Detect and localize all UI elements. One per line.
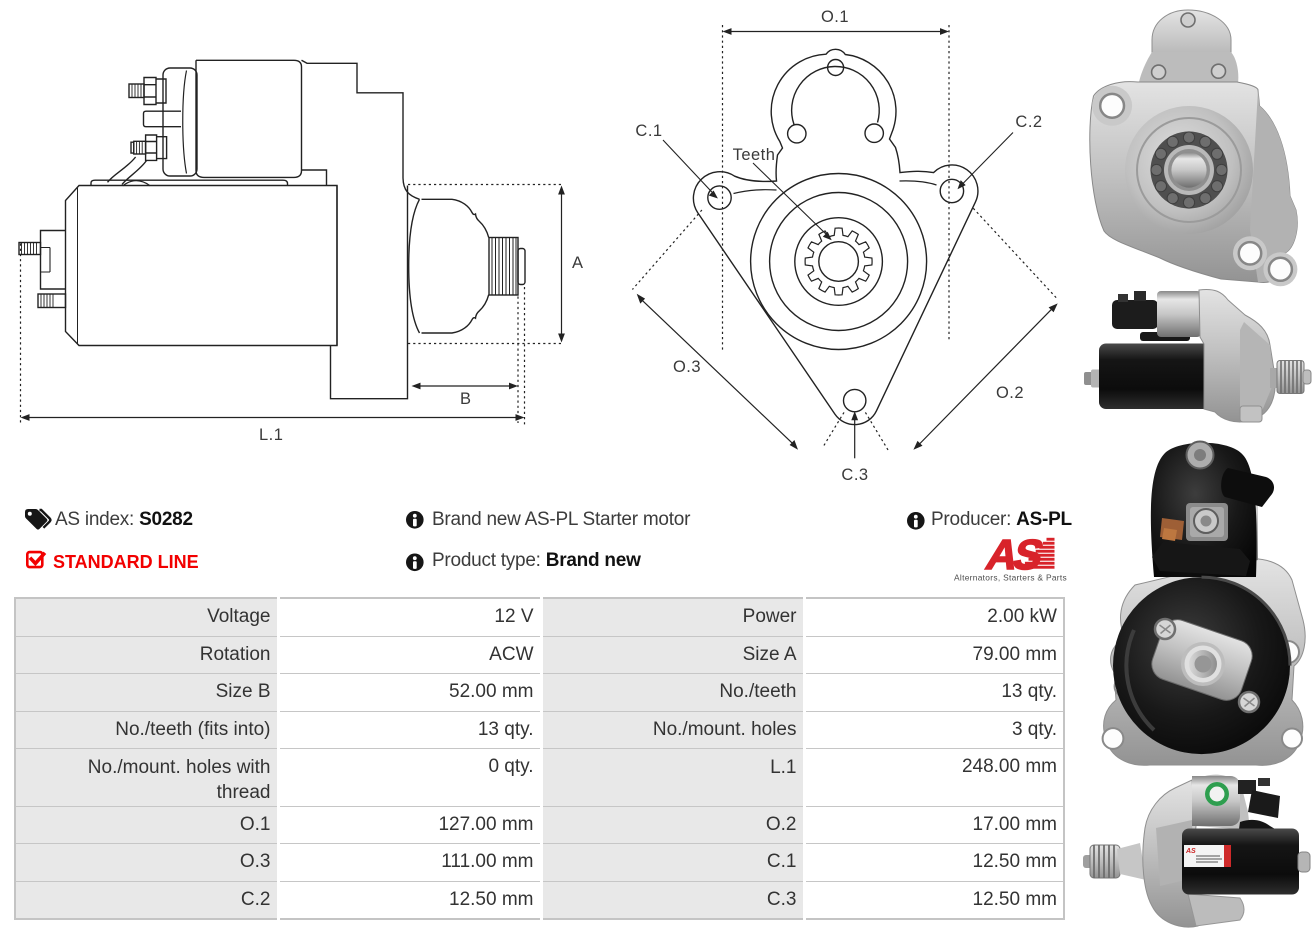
svg-text:O.2: O.2: [996, 384, 1024, 402]
svg-text:C.3: C.3: [841, 466, 868, 484]
svg-text:Alternators, Starters & Parts: Alternators, Starters & Parts: [954, 573, 1067, 583]
svg-text:AS: AS: [1185, 848, 1196, 855]
svg-text:C.2: C.2: [1015, 113, 1042, 131]
svg-text:A: A: [572, 254, 584, 272]
svg-text:O.3: O.3: [673, 358, 701, 376]
svg-text:L.1: L.1: [259, 426, 283, 444]
svg-text:O.1: O.1: [821, 8, 849, 26]
svg-text:C.1: C.1: [635, 122, 662, 140]
svg-text:Teeth: Teeth: [733, 146, 776, 164]
svg-text:B: B: [460, 390, 472, 408]
